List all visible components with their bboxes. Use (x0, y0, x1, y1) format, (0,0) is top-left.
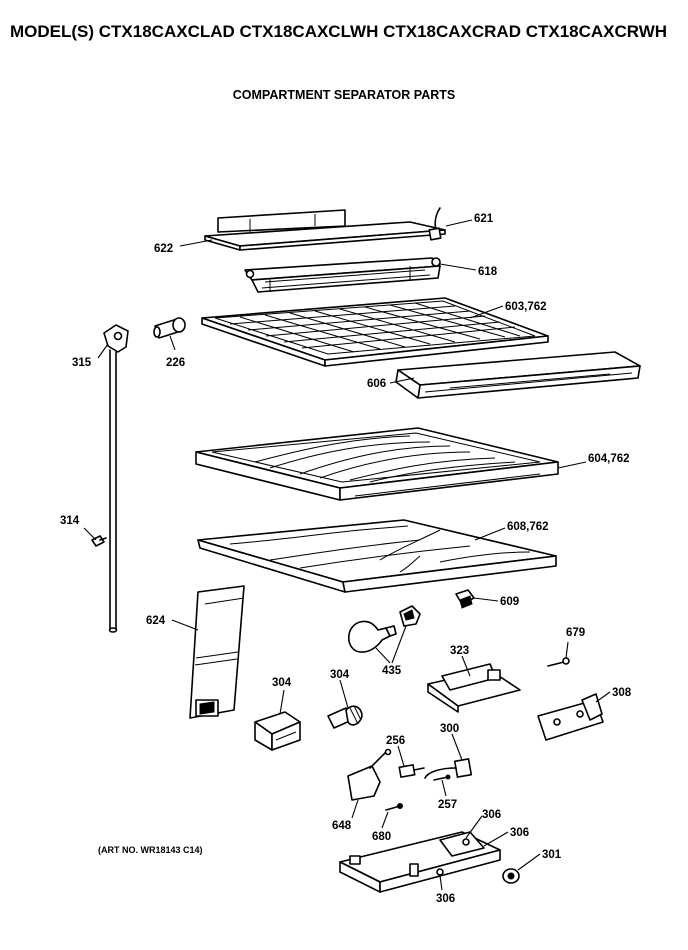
leader-lines (83, 219, 611, 891)
callout-256: 256 (386, 735, 405, 747)
callout-306-right: 306 (510, 827, 529, 839)
callout-621: 621 (474, 213, 494, 225)
callout-622: 622 (154, 243, 173, 255)
callout-301: 301 (542, 849, 562, 861)
part-257-screw (433, 774, 451, 781)
part-226-cylinder (153, 317, 186, 339)
callout-679: 679 (566, 627, 585, 639)
part-604-cover-plate (195, 427, 559, 501)
part-304-switch-right (327, 705, 363, 729)
callout-608-762: 608,762 (507, 521, 549, 533)
callout-308: 308 (612, 687, 632, 699)
part-606-trim (395, 351, 641, 399)
art-number: (ART NO. WR18143 C14) (98, 845, 203, 855)
part-323-control-box (427, 663, 521, 713)
callout-606: 606 (367, 378, 386, 390)
callout-labels: 621 622 618 603,762 315 226 606 604,762 … (60, 213, 632, 905)
callout-435: 435 (382, 665, 402, 677)
part-622-cover (204, 209, 446, 251)
callout-226: 226 (166, 357, 185, 369)
part-308-bracket (537, 693, 604, 741)
part-301-knob (502, 868, 520, 884)
callout-300: 300 (440, 723, 459, 735)
part-603-wire-shelf (201, 297, 549, 367)
callout-304-right: 304 (330, 669, 350, 681)
callout-315: 315 (72, 357, 92, 369)
section-title: COMPARTMENT SEPARATOR PARTS (232, 88, 456, 102)
callout-603-762: 603,762 (505, 301, 547, 313)
callout-604-762: 604,762 (588, 453, 630, 465)
callout-618: 618 (478, 266, 498, 278)
part-618-bracket (244, 257, 441, 293)
part-306-housing (339, 831, 501, 893)
callout-306-top: 306 (482, 809, 501, 821)
callout-609: 609 (500, 596, 519, 608)
part-609-fastener (455, 589, 475, 609)
part-304-relay-left (254, 711, 301, 751)
callout-624: 624 (146, 615, 166, 627)
part-300-thermostat (424, 758, 473, 779)
part-621-clip (428, 207, 442, 241)
callout-648: 648 (332, 820, 352, 832)
part-315-rod (103, 324, 129, 633)
callout-257: 257 (438, 799, 457, 811)
part-648-motor (347, 748, 392, 801)
callout-306-bottom: 306 (436, 893, 455, 905)
part-256-switch (398, 764, 425, 778)
part-608-liner (197, 519, 557, 593)
model-list-header: MODEL(S) CTX18CAXCLAD CTX18CAXCLWH CTX18… (10, 22, 668, 41)
part-435-bulb (347, 605, 421, 653)
callout-304-left: 304 (272, 677, 292, 689)
callout-680: 680 (372, 831, 391, 843)
callout-323: 323 (450, 645, 469, 657)
part-679-screw (547, 657, 570, 667)
part-680-screw (385, 803, 403, 811)
callout-314: 314 (60, 515, 80, 527)
part-624-duct (189, 585, 245, 719)
